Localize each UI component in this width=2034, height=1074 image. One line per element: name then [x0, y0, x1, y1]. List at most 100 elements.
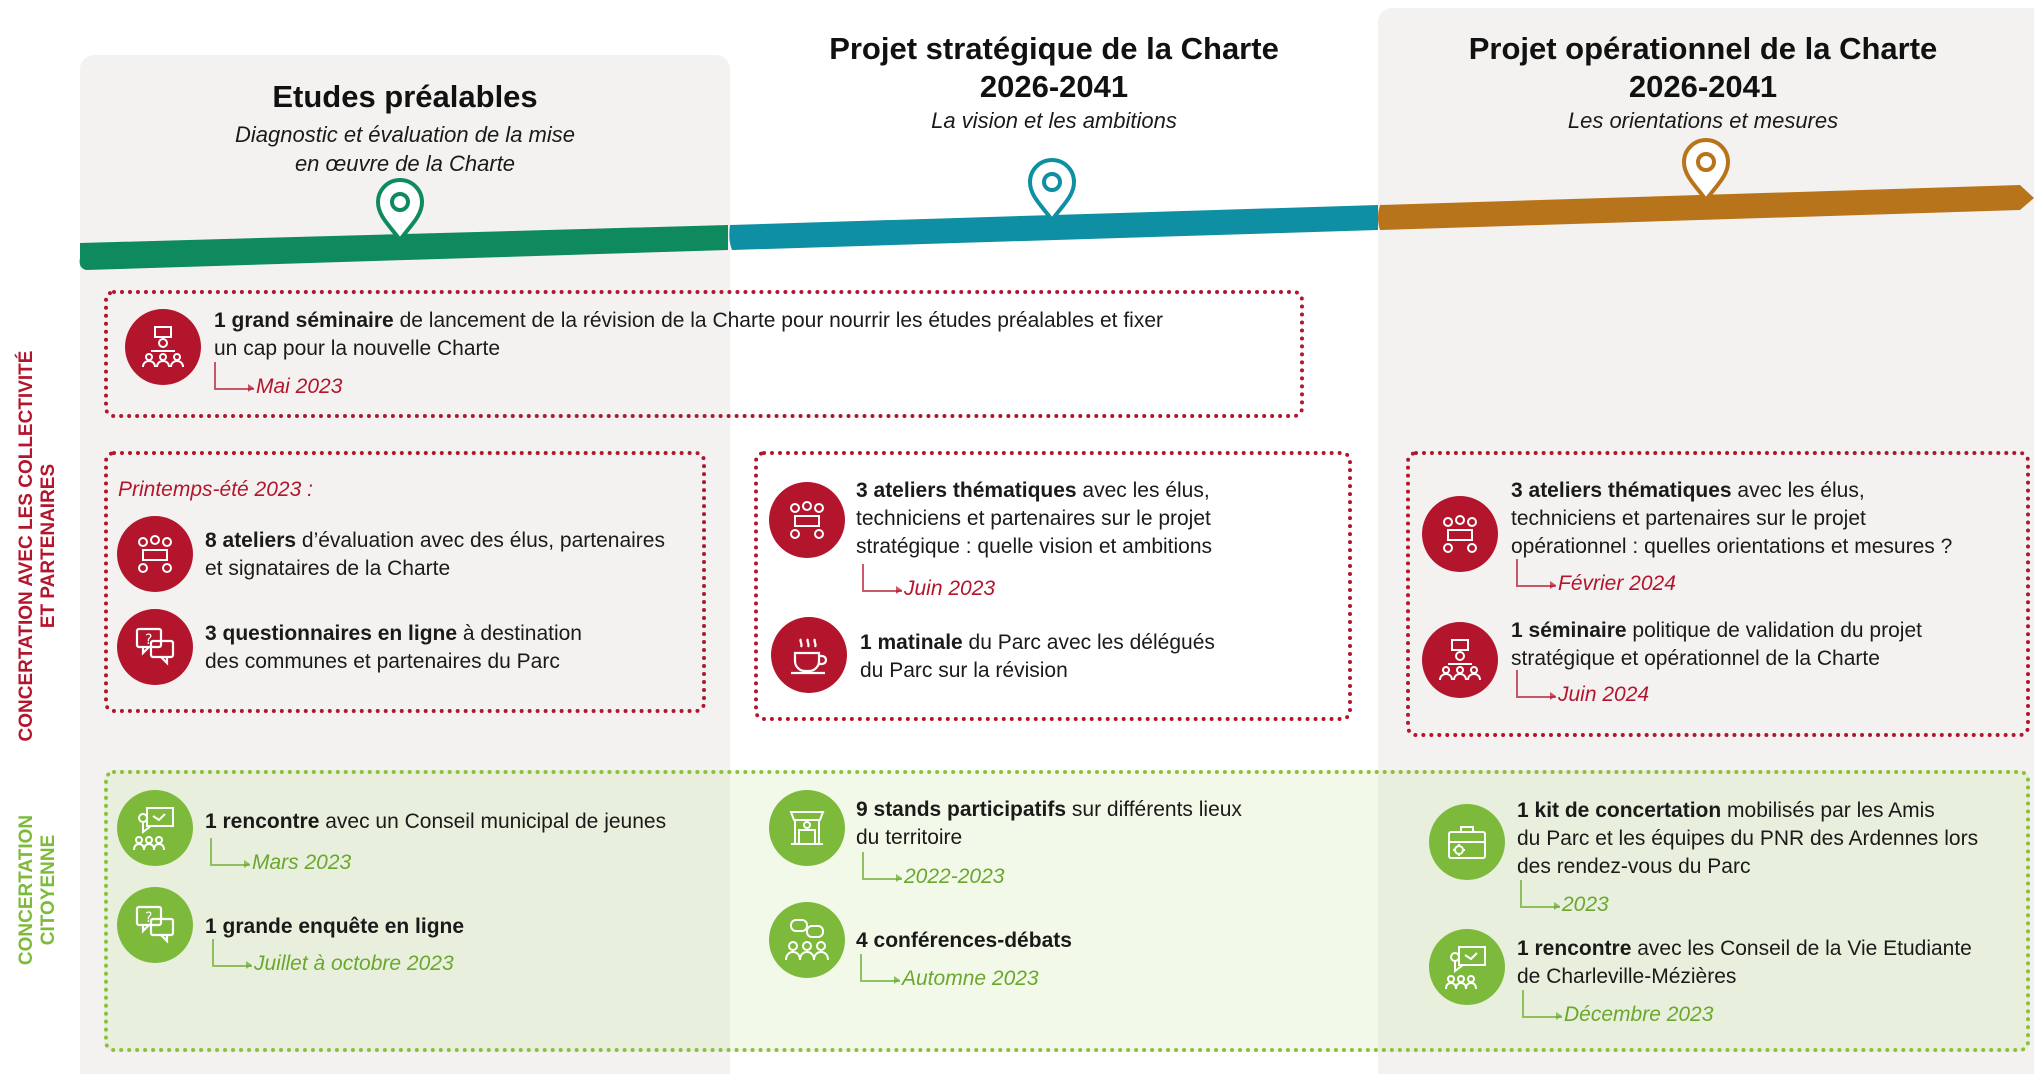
col1-red-a-bold: 8 ateliers [205, 529, 297, 552]
col3-green-b-line2: de Charleville-Mézières [1517, 965, 1737, 988]
debate-icon [769, 902, 845, 978]
svg-text:?: ? [145, 632, 152, 648]
col2-red-a-text: 3 ateliers thématiques avec les élus, te… [856, 477, 1346, 561]
col2-green-a-line1: sur différents lieux [1066, 798, 1242, 821]
seminar-box [104, 290, 1304, 418]
col3-red-b-date: Juin 2024 [1516, 670, 1649, 708]
seminar-text-line2: un cap pour la nouvelle Charte [214, 337, 501, 360]
stand-icon [769, 790, 845, 866]
col1-green-b-bold: 1 grande enquête en ligne [205, 915, 465, 938]
col2-red-a-line3: stratégique : quelle vision et ambitions [856, 535, 1213, 558]
col2-red-a-date: Juin 2023 [862, 564, 995, 602]
col1-green-a-date: Mars 2023 [210, 838, 351, 876]
col2-green-a-text: 9 stands participatifs sur différents li… [856, 796, 1346, 852]
workshop-icon [117, 516, 193, 592]
col2-red-a-line2: techniciens et partenaires sur le projet [856, 507, 1211, 530]
col3-red-b-text: 1 séminaire politique de validation du p… [1511, 617, 2026, 673]
col2-green-a-date: 2022-2023 [862, 852, 1004, 890]
timeline-band [79, 138, 2034, 270]
col2-red-b-bold: 1 matinale [860, 631, 963, 654]
col3-green-a-date: 2023 [1520, 880, 1609, 918]
col3-green-a-line2: du Parc et les équipes du PNR des Ardenn… [1517, 827, 1979, 850]
seminar-date: Mai 2023 [214, 362, 342, 400]
col2-green-a-bold: 9 stands participatifs [856, 798, 1067, 821]
seminar-bold: 1 grand séminaire [214, 309, 394, 332]
phase2-header: Projet stratégique de la Charte 2026-204… [730, 30, 1378, 135]
col3-red-b-line2: stratégique et opérationnel de la Charte [1511, 647, 1880, 670]
col1-red-b-line2: des communes et partenaires du Parc [205, 650, 560, 673]
phase3-title: Projet opérationnel de la Charte [1468, 31, 1938, 66]
toolkit-icon [1429, 804, 1505, 880]
col2-red-a-bold: 3 ateliers thématiques [856, 479, 1077, 502]
side-label-line: CITOYENNE [38, 834, 59, 946]
season-label: Printemps-été 2023 : [118, 478, 313, 501]
col2-green-b-text: 4 conférences-débats [856, 927, 1346, 955]
col3-red-a-line2: techniciens et partenaires sur le projet [1511, 507, 1866, 530]
col2-green-a-line2: du territoire [856, 826, 963, 849]
col1-green-a-text: 1 rencontre avec un Conseil municipal de… [205, 808, 725, 836]
col3-red-a-bold: 3 ateliers thématiques [1511, 479, 1732, 502]
col3-green-b-text: 1 rencontre avec les Conseil de la Vie E… [1517, 935, 2027, 991]
timeline-segment-3 [1378, 185, 2034, 230]
seminar-text: 1 grand séminaire de lancement de la rév… [214, 307, 1294, 363]
phase3-years: 2026-2041 [1628, 69, 1778, 104]
chat-question-icon: ? [117, 887, 193, 963]
seminar-text-line1: de lancement de la révision de la Charte… [393, 309, 1164, 332]
col2-red-box [754, 451, 1352, 721]
col3-red-a-date: Février 2024 [1516, 559, 1676, 597]
col1-red-b-text: 3 questionnaires en ligne à destination … [205, 620, 700, 676]
side-label-citoyenne: CONCERTATION CITOYENNE [16, 800, 64, 980]
col1-green-a-bold: 1 rencontre [205, 810, 320, 833]
seminar-icon [1422, 622, 1498, 698]
phase2-years: 2026-2041 [979, 69, 1129, 104]
citizen-box [104, 770, 2030, 1052]
phase3-header: Projet opérationnel de la Charte 2026-20… [1378, 30, 2028, 135]
phase3-subtitle: Les orientations et mesures [1567, 108, 1839, 133]
col2-red-b-text: 1 matinale du Parc avec les délégués du … [860, 629, 1340, 685]
phase1-title: Etudes préalables [272, 79, 538, 114]
side-label-line: CONCERTATION [16, 814, 37, 966]
col1-red-b-line1: à destination [457, 622, 582, 645]
location-pin-icon [1681, 138, 1731, 204]
side-label-collectivites: CONCERTATION AVEC LES COLLECTIVITÉ ET PA… [16, 326, 64, 766]
col3-green-a-line1: mobilisés par les Amis [1721, 799, 1935, 822]
col2-green-b-date: Automne 2023 [860, 954, 1039, 992]
col1-red-a-line1: d’évaluation avec des élus, partenaires [296, 529, 665, 552]
col2-red-b-line1: du Parc avec les délégués [962, 631, 1215, 654]
col1-red-a-line2: et signataires de la Charte [205, 557, 451, 580]
col2-red-a-line1: avec les élus, [1076, 479, 1210, 502]
phase2-subtitle: La vision et les ambitions [931, 108, 1177, 133]
col3-green-b-bold: 1 rencontre [1517, 937, 1632, 960]
phase1-subtitle: Diagnostic et évaluation de la mise [235, 122, 575, 147]
presentation-icon [117, 790, 193, 866]
col3-red-a-text: 3 ateliers thématiques avec les élus, te… [1511, 477, 2026, 561]
col2-green-b-bold: 4 conférences-débats [856, 929, 1072, 952]
seminar-icon [125, 309, 201, 385]
coffee-cup-icon [771, 617, 847, 693]
location-pin-icon [1027, 158, 1077, 224]
workshop-icon [1422, 496, 1498, 572]
location-pin-icon [375, 178, 425, 244]
col3-red-b-line1: politique de validation du projet [1626, 619, 1922, 642]
phase2-title: Projet stratégique de la Charte [829, 31, 1279, 66]
col3-red-a-line3: opérationnel : quelles orientations et m… [1511, 535, 1953, 558]
timeline-segment-2 [729, 205, 1378, 250]
col3-red-a-line1: avec les élus, [1731, 479, 1865, 502]
phase1-subtitle-2: en œuvre de la Charte [294, 151, 516, 176]
col3-green-b-line1: avec les Conseil de la Vie Etudiante [1631, 937, 1972, 960]
col3-red-box [1406, 451, 2030, 737]
svg-text:?: ? [145, 910, 152, 926]
col3-green-a-text: 1 kit de concertation mobilisés par les … [1517, 797, 2027, 881]
col1-green-a-line1: avec un Conseil municipal de jeunes [319, 810, 667, 833]
col1-green-b-date: Juillet à octobre 2023 [212, 939, 454, 977]
col3-green-a-bold: 1 kit de concertation [1517, 799, 1722, 822]
presentation-icon [1429, 929, 1505, 1005]
col3-green-a-line3: des rendez-vous du Parc [1517, 855, 1751, 878]
col1-red-a-text: 8 ateliers d’évaluation avec des élus, p… [205, 527, 700, 583]
col2-red-b-line2: du Parc sur la révision [860, 659, 1068, 682]
col1-red-box [104, 451, 706, 713]
col1-red-b-bold: 3 questionnaires en ligne [205, 622, 458, 645]
col1-green-b-text: 1 grande enquête en ligne [205, 913, 725, 941]
col3-green-b-date: Décembre 2023 [1522, 990, 1713, 1028]
col3-red-b-bold: 1 séminaire [1511, 619, 1627, 642]
